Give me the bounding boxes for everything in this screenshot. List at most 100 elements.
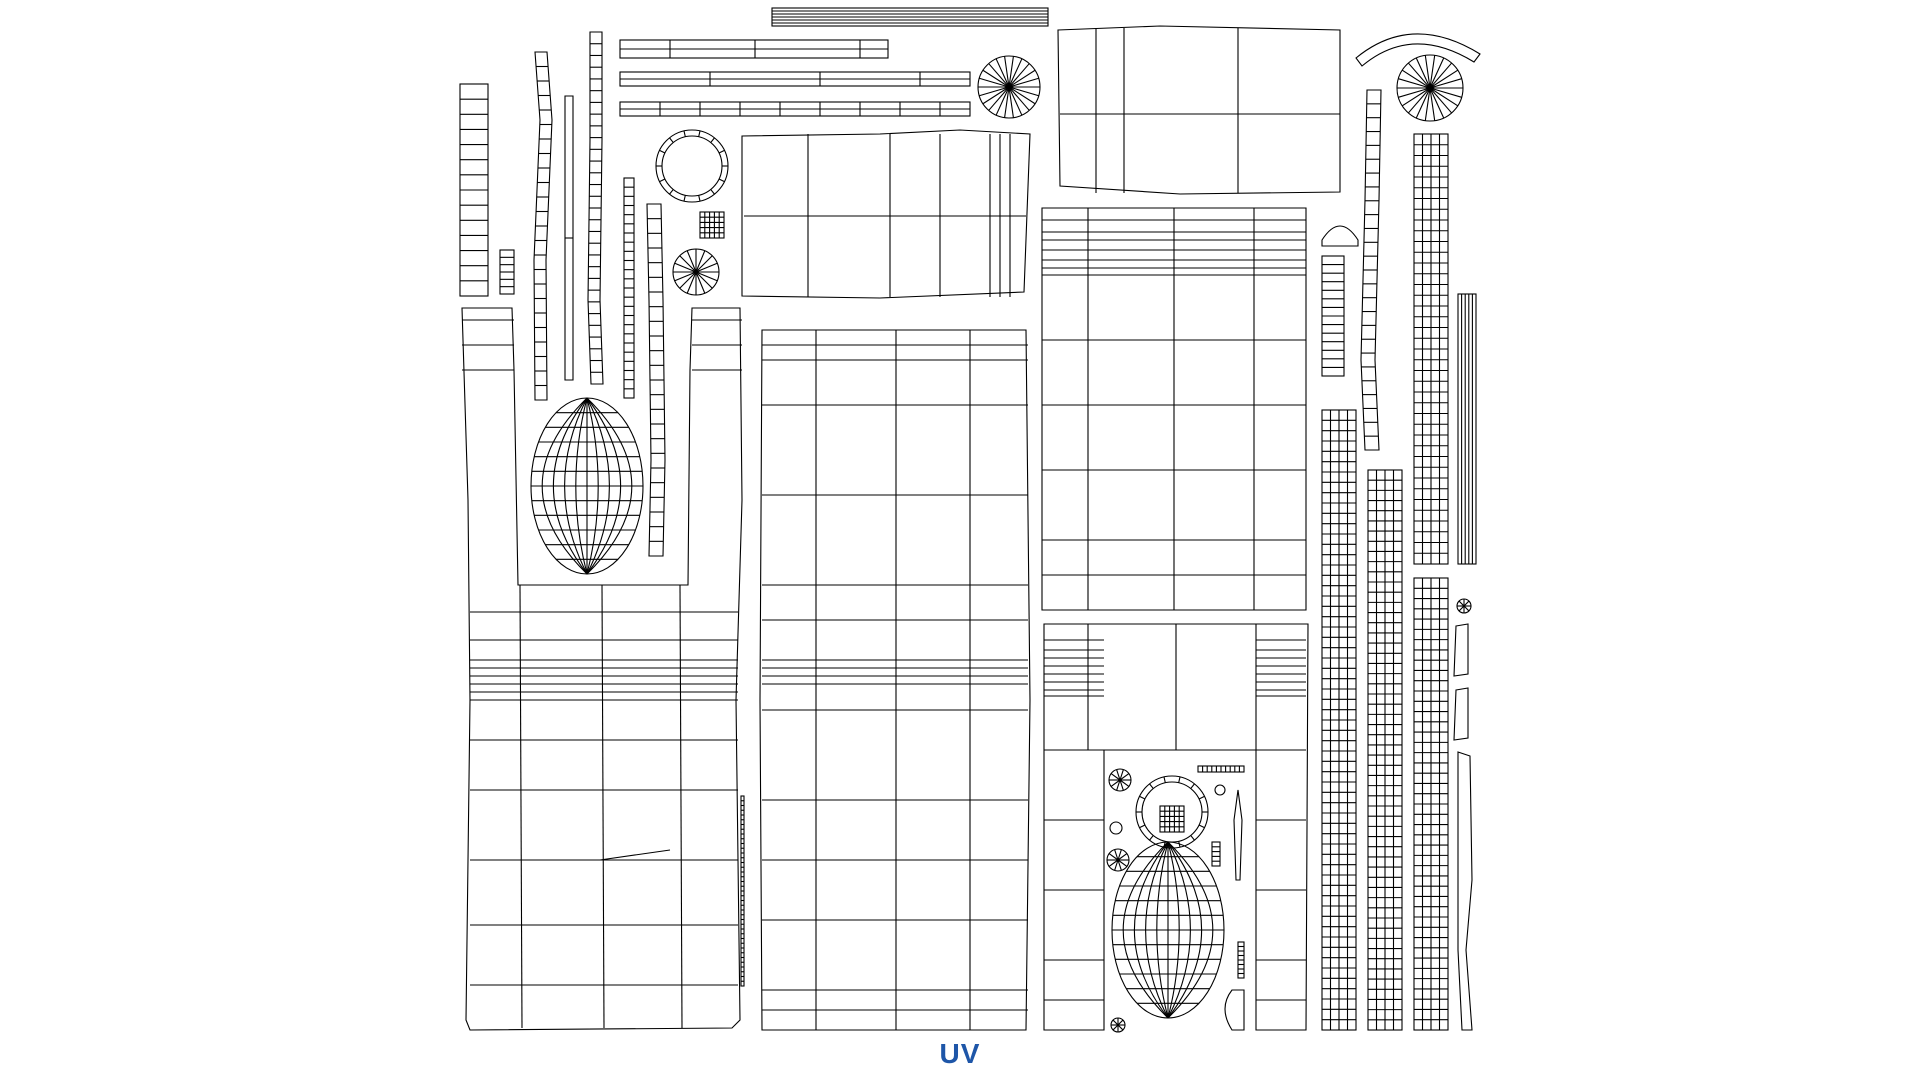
uv-edge — [1008, 86, 1030, 111]
uv-border — [461, 307, 743, 1031]
uv-island-right-lower-panel — [1043, 623, 1309, 1031]
uv-edge — [1117, 853, 1128, 861]
uv-border — [646, 203, 666, 557]
uv-edge — [1139, 824, 1146, 829]
uv-island-top-bar — [771, 7, 1049, 27]
uv-edge — [988, 86, 1010, 111]
uv-edge — [1116, 779, 1121, 791]
uv-edge — [1112, 1024, 1119, 1031]
uv-island-bar-2 — [619, 71, 971, 87]
uv-edge — [1190, 835, 1195, 841]
uv-disk-3 — [1396, 54, 1464, 122]
uv-island-barrel-1 — [530, 397, 644, 575]
uv-edge — [1008, 77, 1039, 88]
uv-island-step-column — [1321, 255, 1345, 377]
uv-edge — [1429, 87, 1462, 98]
uv-edge — [679, 255, 697, 273]
uv-half-disk — [1224, 989, 1245, 1031]
uv-edge — [599, 849, 671, 861]
uv-island-mini-bar-2 — [1211, 841, 1221, 867]
uv-edge — [1117, 1024, 1124, 1031]
uv-edge — [1110, 779, 1121, 787]
uv-disk-7 — [1456, 598, 1472, 614]
uv-edge — [683, 130, 686, 137]
uv-edge — [1008, 63, 1030, 88]
uv-edge — [1139, 795, 1146, 800]
uv-strip-1 — [533, 51, 553, 401]
uv-island-col-thin — [1457, 293, 1477, 565]
uv-half-disk-top — [1321, 225, 1359, 247]
uv-island-bar-1 — [619, 39, 889, 59]
uv-edge — [1424, 55, 1431, 89]
uv-edge — [1178, 776, 1181, 783]
uv-strip-3 — [587, 31, 604, 385]
uv-edge — [1008, 69, 1036, 88]
uv-edge — [1008, 56, 1014, 88]
uv-border — [661, 135, 723, 197]
uv-border — [587, 31, 604, 385]
uv-edge — [1458, 600, 1465, 607]
uv-edge — [1119, 773, 1130, 781]
uv-island-mini-bar-1 — [1197, 765, 1245, 773]
uv-edge — [1198, 795, 1205, 800]
uv-strip-4 — [646, 203, 666, 557]
uv-edge — [1429, 87, 1459, 107]
uv-edge — [1008, 86, 1014, 118]
uv-island-left-thin — [623, 177, 635, 399]
uv-small-circle — [1214, 784, 1226, 796]
uv-edge — [686, 271, 697, 294]
uv-edge — [1429, 78, 1462, 89]
uv-edge — [1190, 783, 1195, 789]
uv-edge — [1116, 769, 1121, 781]
uv-island-tiny-grid-2 — [1159, 805, 1185, 833]
uv-needle — [1233, 789, 1243, 881]
uv-edge — [1429, 55, 1436, 89]
uv-edge — [1117, 859, 1128, 867]
uv-edge — [1178, 841, 1181, 848]
uv-edge — [1008, 86, 1039, 97]
uv-border — [1135, 775, 1209, 849]
uv-edge — [1108, 859, 1119, 867]
uv-strip-5 — [1360, 89, 1382, 451]
uv-edge — [1407, 87, 1431, 114]
uv-island-mini-bar-3 — [1237, 941, 1245, 979]
uv-edge — [995, 86, 1010, 116]
uv-edge — [1398, 78, 1431, 89]
uv-edge — [995, 58, 1010, 88]
uv-island-bar-3 — [619, 101, 971, 117]
uv-edge — [718, 178, 725, 183]
uv-island-right-upper-panel — [1041, 207, 1307, 611]
uv-edge — [698, 130, 701, 137]
uv-island-left-tall — [459, 83, 489, 297]
uv-island-hair-line — [740, 795, 745, 987]
uv-edge — [1119, 779, 1130, 787]
uv-island-centre-panel — [759, 329, 1031, 1031]
uv-edge — [695, 271, 713, 289]
uv-edge — [982, 69, 1010, 88]
uv-island-barrel-2 — [1111, 841, 1225, 1019]
uv-edge — [1401, 69, 1431, 89]
uv-edge — [674, 271, 697, 282]
uv-island-left-panel — [461, 307, 743, 1031]
uv-edge — [1429, 62, 1453, 89]
uv-island-left-mini — [499, 249, 515, 295]
uv-edge — [698, 195, 701, 202]
uv-edge — [601, 584, 605, 1029]
uv-ring-2 — [1135, 775, 1209, 849]
uv-edge — [695, 250, 706, 273]
uv-edge — [1424, 87, 1431, 121]
uv-edge — [659, 149, 666, 154]
uv-edge — [1401, 87, 1431, 107]
uv-island-tiny-grid — [699, 211, 725, 239]
uv-border — [1211, 841, 1221, 867]
uv-edge — [979, 77, 1010, 88]
uv-edge — [1429, 87, 1453, 114]
uv-edge — [710, 189, 715, 195]
uv-small-piece-2 — [1453, 687, 1469, 741]
uv-edge — [686, 250, 697, 273]
uv-border — [699, 211, 725, 239]
uv-edge — [1112, 1019, 1119, 1026]
uv-edge — [1163, 841, 1166, 848]
uv-edge — [1004, 86, 1010, 118]
